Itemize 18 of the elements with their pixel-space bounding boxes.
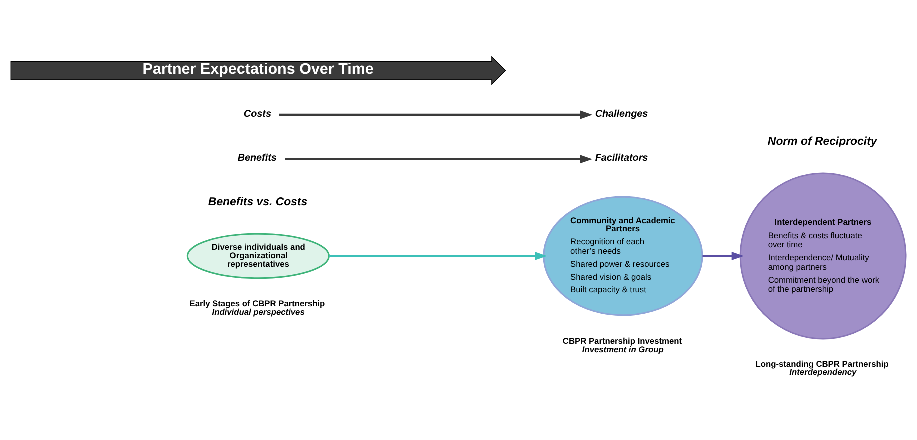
node-text: Benefits	[238, 153, 277, 164]
node-text: Costs	[244, 108, 272, 120]
node-label: Interdependency	[790, 367, 857, 378]
arrow	[329, 252, 548, 261]
node-circle: Interdependent Partners Benefits & costs fluctuate over time Interdependence/ Mutuality among partners Commitment beyond the work of the partnership	[740, 172, 907, 340]
label: Benefits vs. Costs	[208, 196, 308, 208]
node-ellipse: Diverse individuals and Organizational representatives	[186, 233, 330, 280]
node-text: Facilitators	[595, 153, 648, 164]
node-label: CBPR Partnership Investment	[562, 336, 682, 346]
node-label: Long-standing CBPR Partnership	[756, 358, 889, 369]
node-label: Early Stages of CBPR Partnership	[190, 298, 326, 308]
arrow	[279, 110, 593, 120]
label: Partner Expectations Over Time	[142, 60, 374, 78]
arrow	[285, 155, 593, 164]
arrow	[702, 252, 744, 261]
node-text: Challenges	[595, 108, 648, 120]
node-ellipse: Community and Academic Partners Recognition of each other’s needs Shared power & resources Shared vision & goals Built capacity & trust	[543, 196, 704, 316]
label: Norm of Reciprocity	[768, 136, 878, 148]
